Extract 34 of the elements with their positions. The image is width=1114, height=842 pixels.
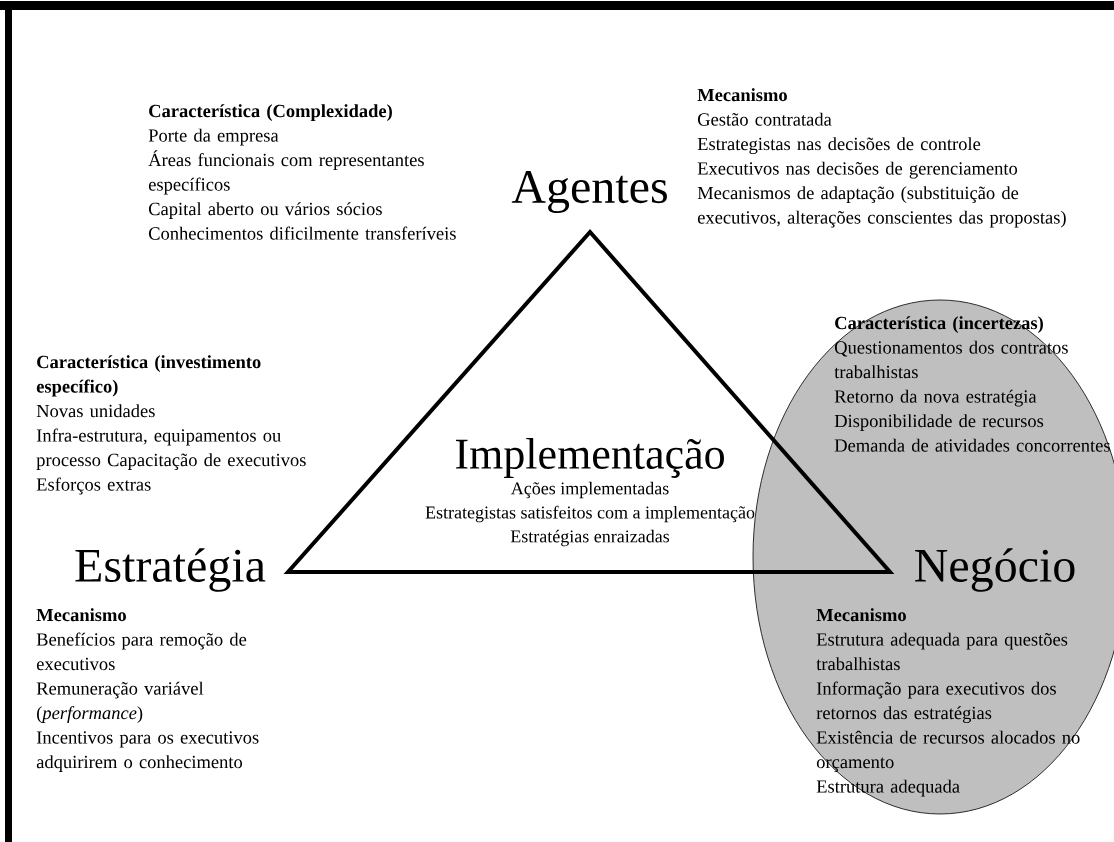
heading: Característica (incertezas) (835, 316, 1043, 333)
list-item: Porte da empresa (148, 128, 279, 146)
list-item: Benefícios para remoção de executivos (36, 632, 247, 671)
list-item: Executivos nas decisões de gerenciamento (697, 161, 1018, 179)
list-item: Retorno da nova estratégia (834, 389, 1037, 407)
list-item: Estrategistas nas decisões de controle (697, 137, 981, 155)
list-item: Remuneração variável (performance) (36, 681, 204, 723)
list-item: Disponibilidade de recursos (834, 414, 1044, 431)
list-item: Mecanismos de adaptação (substituição de executivos, alterações conscientes das propostas) (697, 186, 1066, 228)
list-item: Gestão contratada (697, 112, 832, 126)
list-item: Incentivos para os executivos adquirirem o conhecimento (36, 731, 259, 772)
list-item: Ações implementadas (510, 481, 669, 499)
list-item: Existência de recursos alocados no orçamento (816, 730, 1080, 772)
list-item: Estrategistas satisfeitos com a implementação (425, 505, 755, 523)
list-item: Infra-estrutura, equipamentos ou processo Capacitação de executivos (36, 428, 306, 470)
corner-label: Estratégia (75, 548, 266, 592)
list-item: Informação para executivos dos retornos das estratégias (816, 681, 1056, 724)
heading: Característica (investimento específico) (36, 355, 261, 397)
list-item: Novas unidades (36, 404, 155, 418)
heading: Característica (Complexidade) (149, 104, 392, 121)
heading: Mecanismo (816, 608, 906, 622)
list-item: Capital aberto ou vários sócios (148, 202, 382, 219)
node-title: Negócio (915, 548, 1075, 592)
heading: Mecanismo (697, 88, 787, 102)
list-item: Esforços extras (36, 477, 151, 495)
heading: Mecanismo (36, 608, 126, 622)
corner-label: Agentes (511, 170, 667, 214)
list-item: Áreas funcionais com representantes específicos (148, 150, 424, 195)
list-item: Estratégias enraizadas (510, 529, 670, 547)
list-item: Questionamentos dos contratos trabalhistas (834, 340, 1068, 379)
node-title: Implementação (456, 438, 724, 478)
list-item: Conhecimentos dificilmente transferíveis (148, 226, 456, 240)
list-item: Estrutura adequada para questões trabalhistas (816, 632, 1068, 671)
list-item: Demanda de atividades concorrentes (834, 438, 1110, 452)
